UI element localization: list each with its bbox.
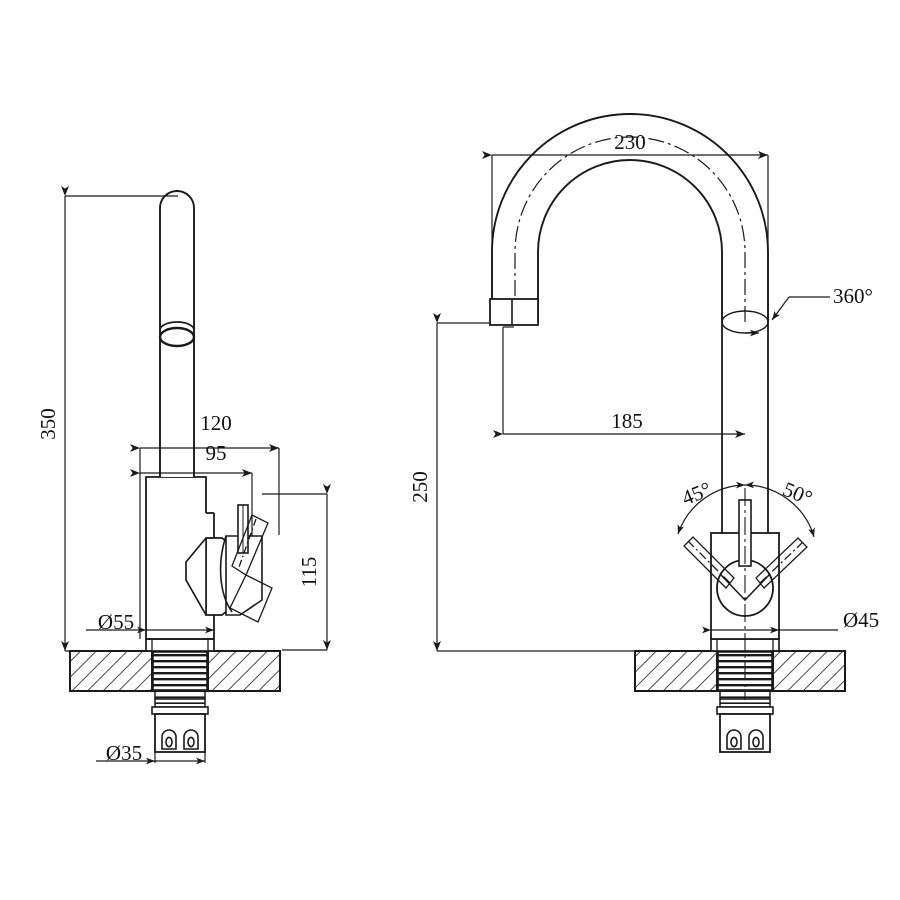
lever-handle-left	[185, 504, 273, 623]
dim-label-handle-height: 115	[297, 557, 321, 588]
dim-label-body-diameter: Ø55	[98, 610, 134, 634]
base-flange-left	[145, 638, 215, 652]
left-side-view	[69, 190, 281, 753]
left-view-dimensions	[61, 186, 331, 765]
threaded-shank-left	[152, 651, 208, 691]
dim-shank-diameter	[96, 752, 206, 765]
dim-overall-height	[61, 186, 178, 652]
dim-swivel-rotation	[771, 296, 830, 321]
dim-spout-reach-inner	[130, 469, 253, 536]
mounting-nut-left	[151, 690, 209, 753]
dim-spout-height	[433, 313, 635, 652]
dim-label-overall-height: 350	[36, 408, 60, 440]
dim-label-spout-reach-outer: 120	[200, 411, 232, 435]
right-view-dimensions	[433, 151, 838, 652]
aerator-outlet-right	[489, 298, 539, 326]
dim-spout-projection	[493, 326, 745, 438]
dim-spout-reach-outer	[130, 444, 280, 639]
mounting-nut-right	[716, 690, 774, 753]
spout-tube-left	[158, 190, 196, 477]
dim-lever-right-angle	[735, 481, 815, 538]
dim-label-spout-span: 230	[614, 130, 646, 154]
dim-handle-height	[262, 484, 331, 651]
dim-label-swivel-rotation: 360°	[833, 284, 873, 308]
dim-label-spout-reach-inner: 95	[206, 441, 227, 465]
swivel-indicator-right	[721, 310, 769, 337]
gooseneck-spout-right	[491, 113, 769, 322]
dim-label-spout-projection: 185	[611, 409, 643, 433]
dim-label-spout-height: 250	[408, 471, 432, 503]
dim-label-column-diameter: Ø45	[843, 608, 879, 632]
threaded-shank-right	[717, 651, 773, 691]
dim-label-shank-diameter: Ø35	[106, 741, 142, 765]
dim-lever-left-angle	[677, 481, 755, 535]
dim-spout-span	[482, 151, 769, 320]
